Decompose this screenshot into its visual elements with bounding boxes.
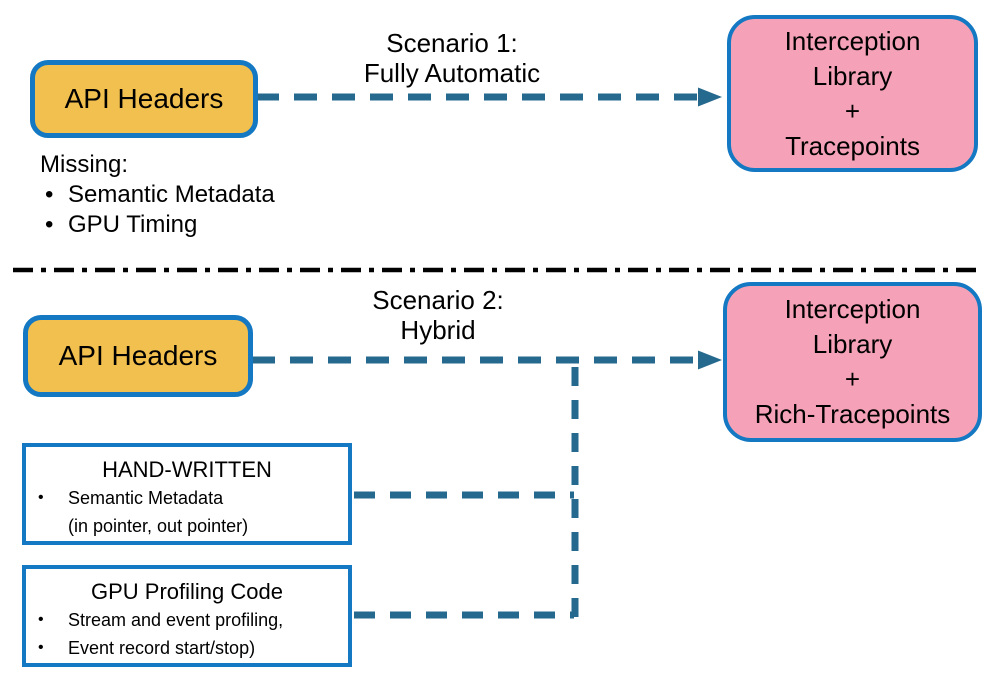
missing-item-text: GPU Timing (68, 211, 198, 238)
interception-rich-tracepoints-box: Interception Library + Rich-Tracepoints (723, 282, 982, 442)
target-box2-line4: Rich-Tracepoints (754, 399, 951, 429)
missing-heading: Missing: (40, 151, 129, 178)
handwritten-note-row: (in pointer, out pointer) (26, 512, 348, 540)
missing-block: Missing: • Semantic Metadata • GPU Timin… (38, 150, 358, 240)
bullet-glyph: • (45, 181, 54, 208)
scenario2-label: Scenario 2: Hybrid (298, 285, 578, 345)
missing-item-semantic-metadata: • Semantic Metadata (38, 180, 358, 210)
target-box2-line2: Library (812, 329, 893, 359)
target-box2-line1: Interception (784, 294, 921, 324)
scenario2-label-line1: Scenario 2: (372, 285, 504, 315)
api-headers-box-scenario1: API Headers (30, 60, 258, 138)
api-headers-label-scenario1: API Headers (64, 83, 224, 114)
target-box1-line2: Library (812, 60, 893, 91)
handwritten-note-text: (in pointer, out pointer) (68, 516, 249, 536)
handwritten-bullet-row: • Semantic Metadata (26, 484, 348, 512)
bullet-glyph: • (38, 611, 44, 628)
gpu-bullet-text-2: Event record start/stop) (68, 638, 256, 658)
scenario1-label-line2: Fully Automatic (363, 58, 541, 88)
api-headers-label-scenario2: API Headers (58, 340, 218, 371)
handwritten-box-title: HAND-WRITTEN (102, 457, 272, 482)
gpu-box-title: GPU Profiling Code (91, 579, 283, 604)
interception-tracepoints-box: Interception Library + Tracepoints (727, 15, 978, 172)
bullet-glyph: • (45, 211, 54, 238)
gpu-bullet-text-1: Stream and event profiling, (68, 610, 284, 630)
target-box2-line3: + (844, 364, 861, 394)
target-box1-line4: Tracepoints (785, 130, 920, 161)
handwritten-bullet-text: Semantic Metadata (68, 488, 224, 508)
api-headers-box-scenario2: API Headers (23, 315, 253, 397)
scenario2-label-line2: Hybrid (400, 315, 476, 345)
scenario1-arrowhead (698, 87, 722, 107)
target-box1-line3: + (844, 95, 861, 126)
target-box1-line1: Interception (784, 25, 921, 56)
bullet-glyph: • (38, 489, 44, 506)
handwritten-box: HAND-WRITTEN • Semantic Metadata (in poi… (22, 443, 352, 545)
scenario1-label: Scenario 1: Fully Automatic (312, 28, 592, 88)
bullet-glyph: • (38, 639, 44, 656)
gpu-profiling-box: GPU Profiling Code • Stream and event pr… (22, 565, 352, 667)
gpu-bullet-row-1: • Stream and event profiling, (26, 606, 348, 634)
scenario1-label-line1: Scenario 1: (386, 28, 518, 58)
gpu-bullet-row-2: • Event record start/stop) (26, 634, 348, 662)
missing-item-text: Semantic Metadata (68, 181, 275, 208)
missing-item-gpu-timing: • GPU Timing (38, 210, 358, 240)
scenario2-arrowhead (698, 350, 722, 370)
